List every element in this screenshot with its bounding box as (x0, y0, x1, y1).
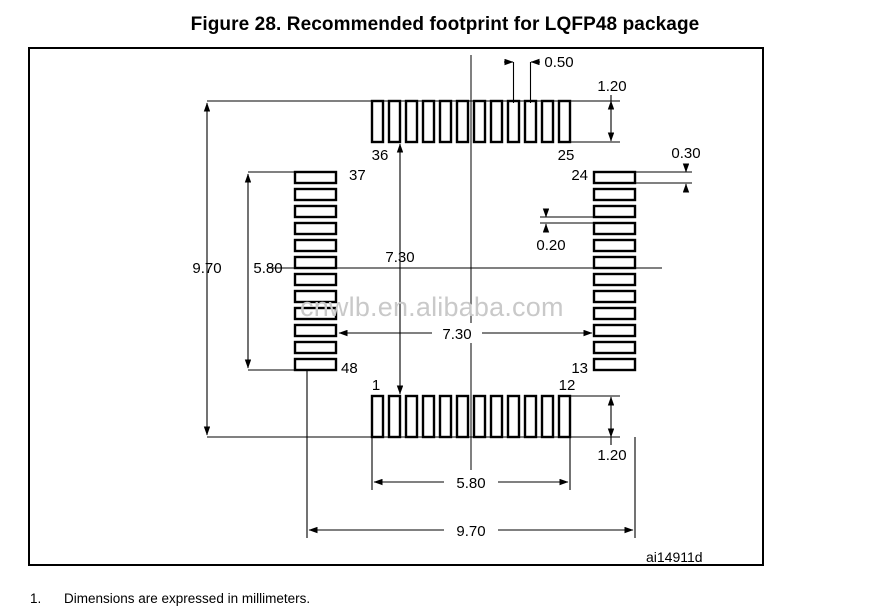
figure-frame (28, 47, 764, 566)
footnote-number: 1. (30, 591, 42, 606)
footnote-1: 1. Dimensions are expressed in millimeter… (30, 591, 310, 606)
figure-reference-id: ai14911d (646, 549, 703, 565)
footnote-text: Dimensions are expressed in millimeters. (64, 591, 311, 606)
figure-title: Figure 28. Recommended footprint for LQF… (190, 14, 700, 35)
